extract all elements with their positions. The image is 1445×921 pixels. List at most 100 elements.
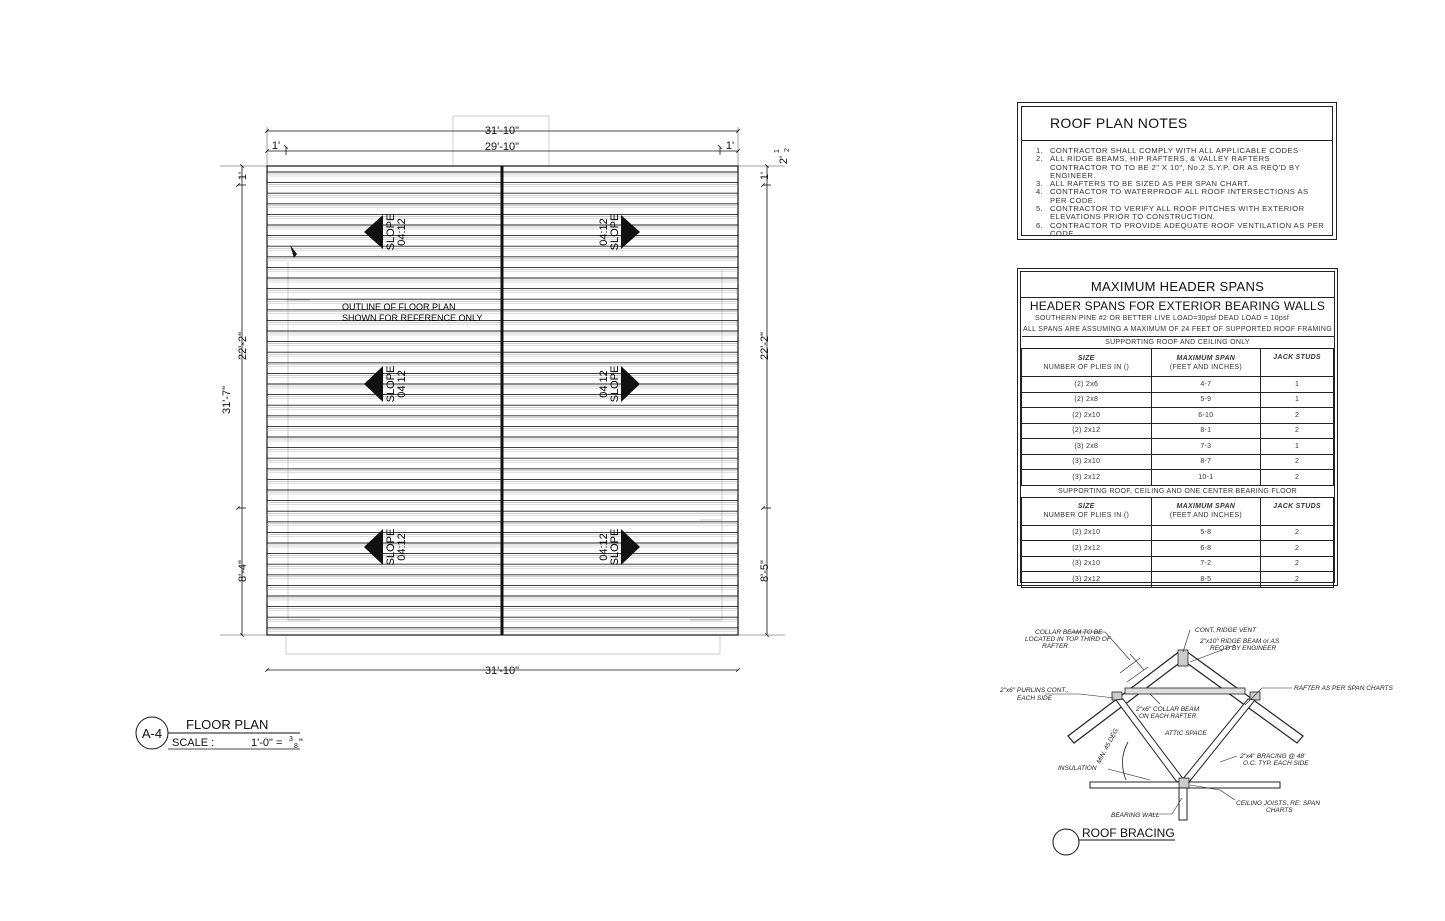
slope-marker-right-3: 04:12 SLOPE xyxy=(598,529,640,566)
slope-word: SLOPE xyxy=(609,366,621,403)
svg-text:ATTIC SPACE: ATTIC SPACE xyxy=(1164,730,1207,737)
roof-plan-notes-box: ROOF PLAN NOTES 1.CONTRACTOR SHALL COMPL… xyxy=(1017,102,1337,240)
svg-text:2"x10" RIDGE BEAM or AS: 2"x10" RIDGE BEAM or AS xyxy=(1199,638,1280,645)
slope-marker-right-1: 04:12 SLOPE xyxy=(598,214,640,251)
svg-text:O.C. TYP. EACH SIDE: O.C. TYP. EACH SIDE xyxy=(1243,760,1309,767)
header-spans-inner: MAXIMUM HEADER SPANS HEADER SPANS FOR EX… xyxy=(1020,271,1335,588)
slope-value: 04:12 xyxy=(598,218,610,246)
svg-text:2: 2 xyxy=(784,148,791,152)
scale-label: SCALE : xyxy=(172,737,214,749)
bracing-title: ROOF BRACING xyxy=(1082,826,1175,840)
table-section-row: SUPPORTING ROOF, CEILING AND ONE CENTER … xyxy=(1021,484,1334,498)
svg-text:ON EACH RAFTER: ON EACH RAFTER xyxy=(1139,713,1197,720)
svg-text:COLLAR BEAM TO BE: COLLAR BEAM TO BE xyxy=(1035,629,1103,636)
angle-arc xyxy=(1122,741,1129,781)
slope-value: 04:12 xyxy=(598,370,610,398)
slope-word: SLOPE xyxy=(385,366,397,403)
scale-den: 8 xyxy=(294,743,298,750)
notes-divider xyxy=(1022,140,1332,141)
dim-left-top: 1' xyxy=(237,172,249,180)
note-item: 6.CONTRACTOR TO PROVIDE ADEQUATE ROOF VE… xyxy=(1036,220,1325,238)
svg-text:2': 2' xyxy=(778,156,790,164)
header-spans-load-line: SOUTHERN PINE #2 OR BETTER LIVE LOAD=30p… xyxy=(1035,315,1290,322)
dim-left-lower: 8'-4" xyxy=(237,560,249,582)
svg-text:2"x6" PURLINS CONT.,: 2"x6" PURLINS CONT., xyxy=(999,687,1069,694)
svg-text:2"x6" COLLAR BEAM: 2"x6" COLLAR BEAM xyxy=(1135,706,1200,713)
slope-marker-right-2: 04:12 SLOPE xyxy=(598,366,640,403)
dim-overhang-left: 1' xyxy=(272,140,280,152)
slope-word: SLOPE xyxy=(609,214,621,251)
svg-text:LOCATED IN TOP THIRD OF: LOCATED IN TOP THIRD OF xyxy=(1025,636,1112,643)
svg-text:CEILING JOISTS, RE: SPAN: CEILING JOISTS, RE: SPAN xyxy=(1236,800,1320,807)
header-spans-title: MAXIMUM HEADER SPANS xyxy=(1090,279,1265,294)
slope-value: 04:12 xyxy=(396,218,408,246)
king-post xyxy=(1178,777,1190,789)
svg-text:CHARTS: CHARTS xyxy=(1266,807,1293,814)
header-spans-assumption-line: ALL SPANS ARE ASSUMING A MAXIMUM OF 24 F… xyxy=(1022,326,1333,333)
roof-bracing-labels: COLLAR BEAM TO BE LOCATED IN TOP THIRD O… xyxy=(999,627,1394,819)
slope-value: 04:12 xyxy=(598,533,610,561)
roof-bracing-detail xyxy=(1067,649,1304,821)
roof-plan-notes-title: ROOF PLAN NOTES xyxy=(1050,115,1188,131)
roof-plan-notes-list: 1.CONTRACTOR SHALL COMPLY WITH ALL APPLI… xyxy=(1036,146,1326,238)
slope-word: SLOPE xyxy=(385,214,397,251)
bracing-circle xyxy=(1052,828,1080,856)
scale-value: 1'-0" = xyxy=(251,737,282,749)
slope-word: SLOPE xyxy=(385,529,397,566)
floor-plan-title-block: A-4 FLOOR PLAN SCALE : 1'-0" = 3 8 " xyxy=(135,716,303,750)
dim-right-lower: 8'-5" xyxy=(759,560,771,582)
svg-text:BEARING WALL: BEARING WALL xyxy=(1111,812,1160,819)
note-item: 5.CONTRACTOR TO VERIFY ALL ROOF PITCHES … xyxy=(1036,204,1305,222)
note-item: 1.CONTRACTOR SHALL COMPLY WITH ALL APPLI… xyxy=(1036,146,1299,155)
dim-right-upper: 22'-2" xyxy=(759,332,771,360)
slope-word: SLOPE xyxy=(609,529,621,566)
outline-note: OUTLINE OF FLOOR PLAN SHOWN FOR REFERENC… xyxy=(290,245,482,323)
scale-num: 3 xyxy=(289,736,293,743)
svg-text:INSULATION: INSULATION xyxy=(1058,765,1097,772)
dim-overhang-top-right: 1' xyxy=(759,172,771,180)
dim-bottom-overall: 31'-10" xyxy=(485,665,519,677)
scale-end: " xyxy=(299,737,303,749)
slope-marker-left-3: SLOPE 04:12 xyxy=(364,529,408,566)
svg-text:CONT. RIDGE VENT: CONT. RIDGE VENT xyxy=(1195,627,1257,634)
svg-text:EACH SIDE: EACH SIDE xyxy=(1017,695,1053,702)
outline-note-line-2: SHOWN FOR REFERENCE ONLY xyxy=(342,313,482,323)
dim-top-inner: 29'-10" xyxy=(485,141,519,153)
dim-overhang-right: 1' xyxy=(726,140,734,152)
bearing-wall xyxy=(1178,787,1188,821)
slope-value: 04:12 xyxy=(396,370,408,398)
dim-left-overall: 31'-7" xyxy=(221,386,233,414)
header-spans-divider xyxy=(1021,297,1334,298)
note-item: 3.ALL RAFTERS TO BE SIZED AS PER SPAN CH… xyxy=(1036,179,1250,189)
dim-rake-note: 1 2' 2 xyxy=(774,148,791,164)
roof-bracing-title: ROOF BRACING xyxy=(1052,826,1175,856)
dimension-lines xyxy=(220,127,785,672)
slope-marker-left-1: SLOPE 04:12 xyxy=(364,214,408,251)
svg-text:MIN. 45 DEG.: MIN. 45 DEG. xyxy=(1096,726,1121,765)
roof-plan xyxy=(266,165,739,636)
header-spans-box: MAXIMUM HEADER SPANS HEADER SPANS FOR EX… xyxy=(1017,268,1338,588)
dim-left-upper: 22'-2" xyxy=(237,332,249,360)
svg-text:RAFTER AS PER SPAN CHARTS: RAFTER AS PER SPAN CHARTS xyxy=(1294,685,1394,692)
roof-bracing-leaders xyxy=(1045,629,1292,815)
slope-marker-left-2: SLOPE 04:12 xyxy=(364,366,408,403)
note-item: 4.CONTRACTOR TO WATERPROOF ALL ROOF INTE… xyxy=(1036,187,1309,205)
outline-note-line-1: OUTLINE OF FLOOR PLAN xyxy=(342,302,456,312)
collar-beam xyxy=(1124,687,1246,695)
svg-text:REQ'D BY ENGINEER: REQ'D BY ENGINEER xyxy=(1210,645,1276,652)
